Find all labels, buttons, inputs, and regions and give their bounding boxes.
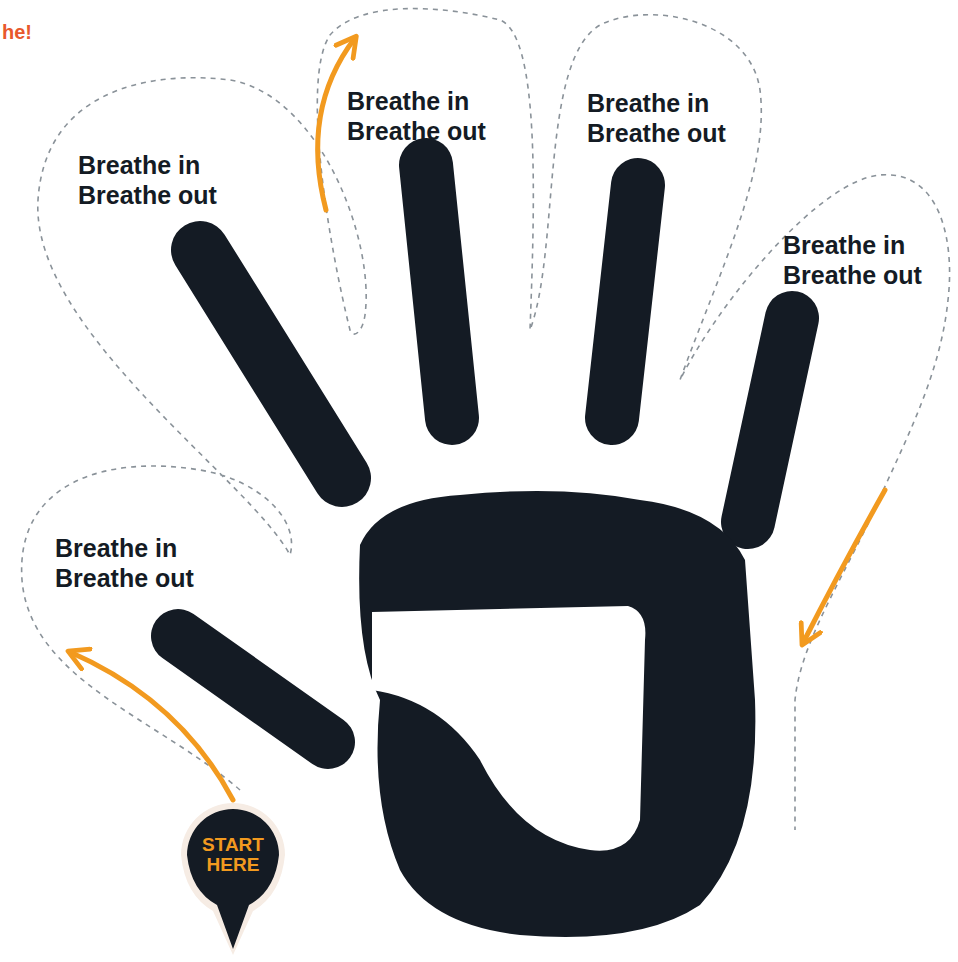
pin-body xyxy=(187,809,279,949)
finger-label: Breathe in Breathe out xyxy=(587,88,737,148)
palm xyxy=(359,491,755,937)
start-marker: START HERE xyxy=(178,797,288,957)
palm-notch xyxy=(372,606,645,851)
pin-halo xyxy=(181,803,285,955)
pin-text-area: START HERE xyxy=(188,810,278,900)
finger-label: Breathe in Breathe out xyxy=(347,86,497,146)
start-label: START HERE xyxy=(196,835,270,875)
finger-label: Breathe in Breathe out xyxy=(55,533,205,593)
direction-arrow xyxy=(803,490,885,643)
pin-shape xyxy=(178,797,288,957)
finger xyxy=(200,250,342,478)
finger xyxy=(612,185,638,418)
finger xyxy=(178,636,328,742)
finger-label: Breathe in Breathe out xyxy=(78,150,228,210)
finger-label: Breathe in Breathe out xyxy=(783,230,933,290)
heading-fragment: he! xyxy=(2,20,32,44)
direction-arrow xyxy=(70,652,233,800)
direction-arrows xyxy=(70,38,885,800)
finger xyxy=(426,165,452,418)
finger xyxy=(748,318,792,522)
